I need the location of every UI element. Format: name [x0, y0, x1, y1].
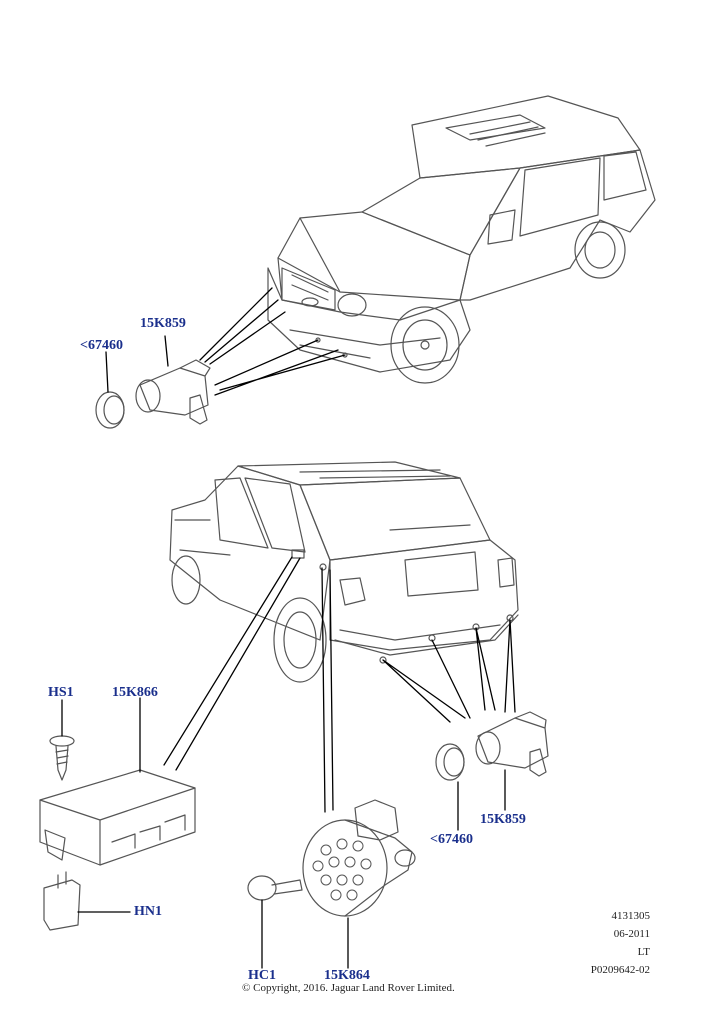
- callout-clip-hc1[interactable]: HC1: [248, 968, 276, 983]
- callout-front-bezel-67460[interactable]: <67460: [80, 338, 123, 353]
- callout-screw-hs1[interactable]: HS1: [48, 685, 74, 700]
- leader-lines: [61, 287, 516, 969]
- rear-vehicle-illustration: [169, 461, 519, 683]
- rear-bezel-illustration: [435, 743, 465, 781]
- clip-illustration: [247, 875, 303, 901]
- screw-illustration: [49, 735, 75, 781]
- front-bezel-illustration: [95, 391, 125, 429]
- module-illustration: [39, 769, 196, 866]
- reference-code: LT: [637, 946, 650, 958]
- bracket-illustration: [43, 871, 81, 931]
- callout-rear-bezel-67460[interactable]: <67460: [430, 832, 473, 847]
- callout-sounder-15k864[interactable]: 15K864: [324, 968, 370, 983]
- rear-sensor-illustration: [475, 711, 549, 777]
- copyright-notice: © Copyright, 2016. Jaguar Land Rover Lim…: [242, 982, 455, 994]
- front-sensor-illustration: [135, 359, 211, 425]
- reference-date: 06-2011: [613, 928, 650, 940]
- reference-drawing-id: P0209642-02: [590, 964, 650, 976]
- front-vehicle-illustration: [267, 95, 656, 384]
- reference-number: 4131305: [611, 910, 651, 922]
- callout-front-sensor-15k859[interactable]: 15K859: [140, 316, 186, 331]
- callout-module-15k866[interactable]: 15K866: [112, 685, 158, 700]
- callout-bracket-hn1[interactable]: HN1: [134, 904, 162, 919]
- callout-rear-sensor-15k859[interactable]: 15K859: [480, 812, 526, 827]
- sounder-illustration: [302, 799, 416, 917]
